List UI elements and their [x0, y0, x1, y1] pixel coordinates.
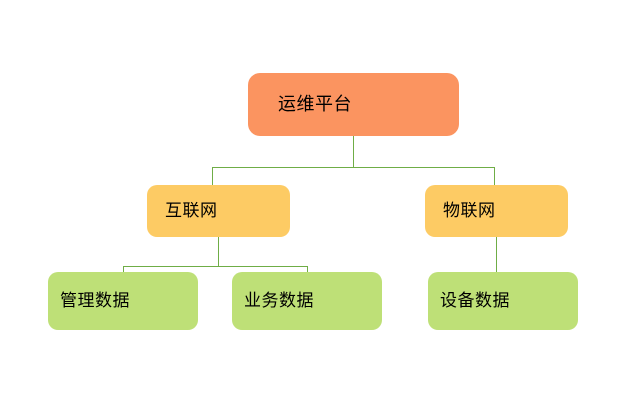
node-branch-iot[interactable]: 物联网 [425, 185, 568, 237]
node-leaf-business-data[interactable]: 业务数据 [232, 272, 382, 330]
connector-bus-to-branch-1 [212, 167, 213, 186]
connector-bus-level2 [123, 266, 307, 267]
node-leaf-device-data[interactable]: 设备数据 [428, 272, 578, 330]
connector-bus-level1 [212, 167, 494, 168]
node-leaf-2-label: 业务数据 [244, 290, 314, 311]
node-root-ops-platform[interactable]: 运维平台 [248, 73, 459, 136]
node-leaf-3-label: 设备数据 [440, 290, 510, 311]
connector-bus-to-leaf-1 [123, 266, 124, 273]
node-leaf-management-data[interactable]: 管理数据 [48, 272, 198, 330]
connector-bus-to-leaf-2 [307, 266, 308, 273]
node-branch-2-label: 物联网 [443, 200, 496, 221]
connector-branch1-to-bus [218, 237, 219, 266]
node-leaf-1-label: 管理数据 [60, 290, 130, 311]
node-branch-internet[interactable]: 互联网 [147, 185, 290, 237]
connector-branch2-to-leaf-3 [496, 237, 497, 273]
connector-root-to-bus [353, 136, 354, 167]
connector-bus-to-branch-2 [494, 167, 495, 186]
node-root-label: 运维平台 [278, 93, 352, 115]
node-branch-1-label: 互联网 [165, 200, 218, 221]
